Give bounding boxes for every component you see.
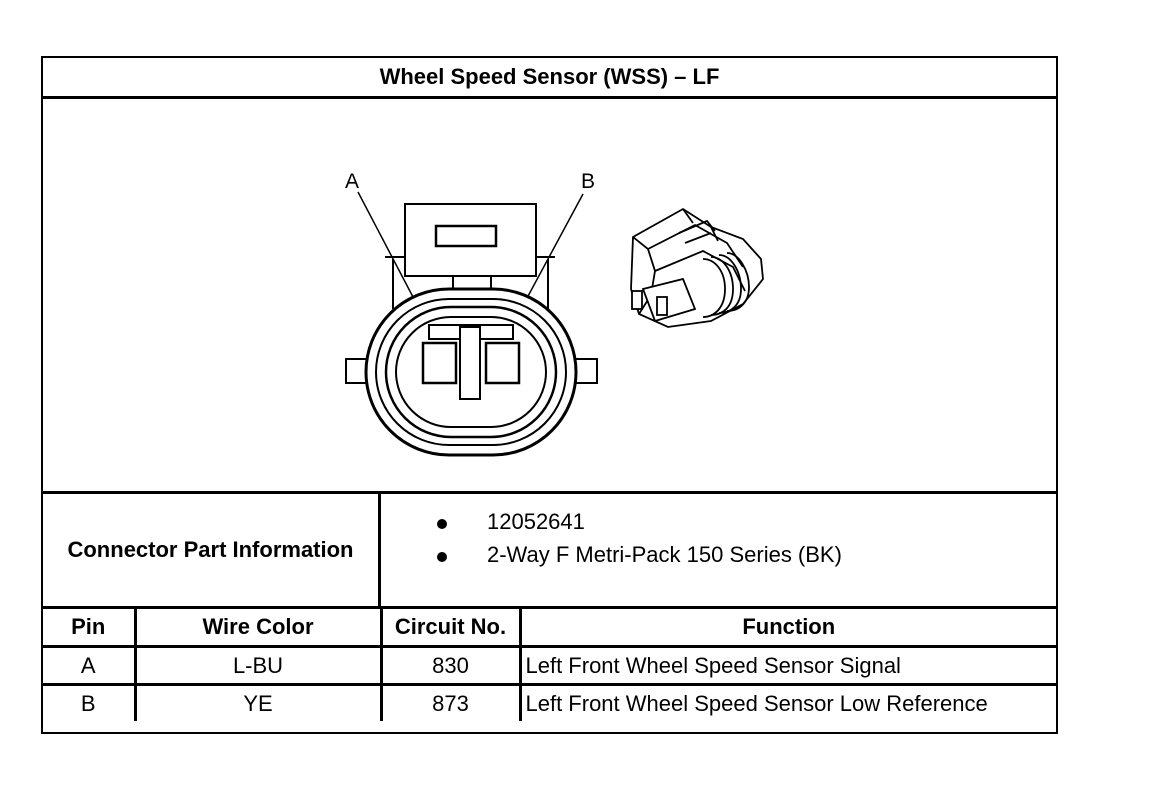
part-number: 12052641 — [487, 509, 585, 534]
cell-wire-color: YE — [133, 683, 383, 721]
connector-sheet: Wheel Speed Sensor (WSS) – LF A B — [41, 56, 1058, 734]
cell-pin: A — [43, 645, 137, 686]
part-description: 2-Way F Metri-Pack 150 Series (BK) — [487, 542, 842, 567]
page-title: Wheel Speed Sensor (WSS) – LF — [43, 58, 1056, 99]
table-row: B YE 873 Left Front Wheel Speed Sensor L… — [43, 683, 1056, 721]
cell-circuit-no: 830 — [379, 645, 522, 686]
connector-drawing: A B — [345, 170, 764, 457]
connector-part-info-list: 12052641 2-Way F Metri-Pack 150 Series (… — [381, 494, 1056, 606]
cell-circuit-no: 873 — [379, 683, 522, 721]
pin-table: Pin Wire Color Circuit No. Function A L-… — [43, 609, 1056, 721]
connector-part-info-label: Connector Part Information — [43, 494, 381, 606]
table-row: A L-BU 830 Left Front Wheel Speed Sensor… — [43, 645, 1056, 686]
cell-function: Left Front Wheel Speed Sensor Signal — [518, 645, 1056, 686]
bullet-icon — [437, 519, 447, 529]
bullet-icon — [437, 552, 447, 562]
pin-label-b: B — [581, 170, 595, 193]
connector-part-info: Connector Part Information 12052641 2-Wa… — [43, 491, 1056, 609]
header-wire-color: Wire Color — [133, 609, 383, 648]
pin-label-a: A — [345, 170, 359, 193]
connector-isometric-icon — [630, 207, 764, 328]
table-header-row: Pin Wire Color Circuit No. Function — [43, 609, 1056, 648]
cell-pin: B — [43, 683, 137, 721]
connector-figure: A B — [43, 99, 1056, 491]
header-circuit-no: Circuit No. — [379, 609, 522, 648]
cell-function: Left Front Wheel Speed Sensor Low Refere… — [518, 683, 1056, 721]
header-pin: Pin — [43, 609, 137, 648]
cell-wire-color: L-BU — [133, 645, 383, 686]
connector-face-icon — [345, 287, 598, 457]
header-function: Function — [518, 609, 1056, 648]
connector-latch — [385, 203, 555, 309]
